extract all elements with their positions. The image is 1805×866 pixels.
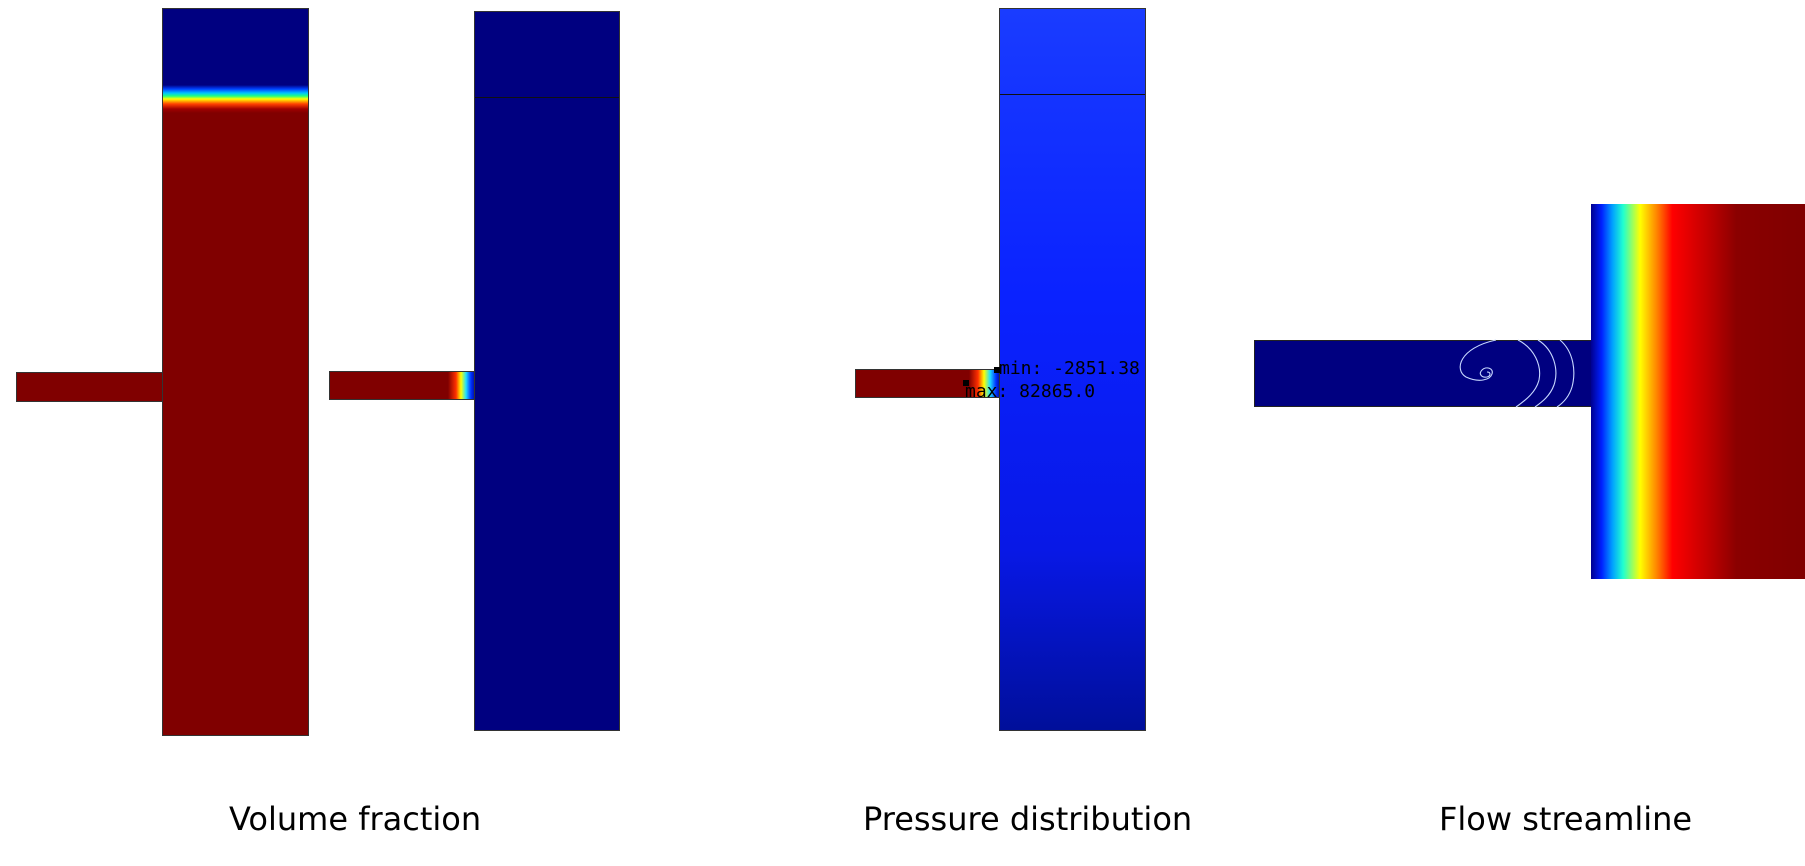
max-marker [963, 380, 969, 386]
volume-fraction-caption: Volume fraction [229, 800, 482, 838]
volume-fraction-tank-empty [474, 11, 620, 731]
volume-fraction-inlet-front [329, 371, 475, 400]
pressure-inlet [855, 369, 1000, 398]
streamline-arc-2 [1534, 339, 1557, 408]
streamline-vortex [1459, 339, 1497, 381]
pressure-distribution-caption: Pressure distribution [863, 800, 1193, 838]
streamline-curves [1459, 339, 1575, 408]
volume-fraction-interface-line [475, 97, 619, 98]
pressure-interface-line [1000, 94, 1145, 95]
pressure-tank [999, 8, 1146, 731]
flow-streamline-caption: Flow streamline [1439, 800, 1693, 838]
min-marker [994, 367, 1000, 373]
streamline-arc-3 [1556, 339, 1575, 408]
streamline-arc-1 [1515, 339, 1541, 408]
volume-fraction-inlet-filled [16, 372, 163, 402]
min-annotation: min: -2851.38 [999, 358, 1140, 379]
max-annotation: max: 82865.0 [965, 381, 1096, 402]
volume-fraction-tank-filled [162, 8, 309, 736]
streamline-tank-field [1591, 204, 1805, 579]
streamline-channel [1254, 340, 1592, 407]
